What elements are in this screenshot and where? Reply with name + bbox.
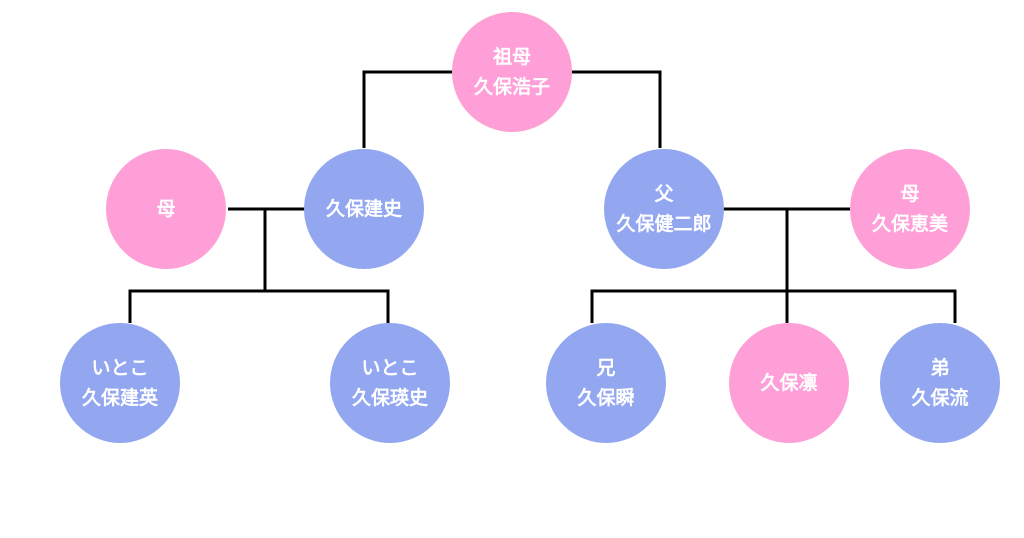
node-father: 父 久保健二郎	[604, 149, 724, 269]
node-label-line2: 久保健二郎	[616, 213, 712, 235]
node-mother: 母 久保恵美	[850, 149, 970, 269]
node-label-line1: 久保建史	[325, 198, 402, 220]
node-label-line1: 弟	[930, 357, 950, 379]
node-self: 久保凛	[729, 323, 849, 443]
node-uncle: 久保建史	[304, 149, 424, 269]
node-younger-brother: 弟 久保流	[880, 323, 1000, 443]
node-cousin-2: いとこ 久保瑛史	[330, 323, 450, 443]
node-label-line1: 久保凛	[760, 372, 818, 394]
node-label-line2: 久保瑛史	[351, 387, 428, 409]
node-brother: 兄 久保瞬	[546, 323, 666, 443]
node-label-line2: 久保建英	[81, 387, 158, 409]
connector-grandmother-to-father	[572, 70, 662, 148]
connector-parents-children	[590, 289, 957, 323]
node-label-line2: 久保瞬	[577, 387, 635, 409]
node-label-line1: 母	[156, 198, 176, 220]
connector-uncle-children	[128, 289, 390, 323]
node-cousin-1: いとこ 久保建英	[60, 323, 180, 443]
node-grandmother: 祖母 久保浩子	[452, 12, 572, 132]
node-label-line2: 久保恵美	[871, 213, 948, 235]
node-label-line1: 兄	[596, 357, 616, 379]
node-label-line1: 母	[900, 183, 920, 205]
connector-grandmother-to-uncle	[362, 70, 452, 148]
node-label-line2: 久保浩子	[473, 76, 550, 98]
node-label-line2: 久保流	[911, 387, 969, 409]
node-label-line1: いとこ	[91, 357, 149, 379]
node-label-line1: 祖母	[492, 46, 531, 68]
node-label-line1: 父	[654, 183, 674, 205]
node-uncle-wife: 母	[106, 149, 226, 269]
node-label-line1: いとこ	[361, 357, 419, 379]
